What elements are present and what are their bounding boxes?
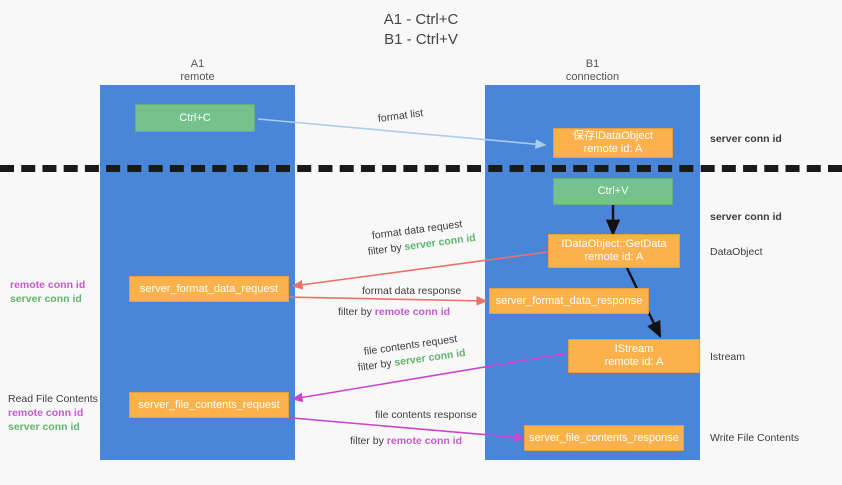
node-istream-line2: remote id: A	[604, 356, 664, 368]
annotation-right-top-server-conn-id: server conn id	[710, 133, 782, 145]
node-getdata-line1: IDataObject::GetData	[561, 238, 667, 250]
annotation-right-dataobject: DataObject	[710, 246, 763, 258]
section-divider	[0, 165, 842, 172]
column-b1-name: B1	[585, 58, 600, 70]
column-b1-sub: connection	[565, 71, 620, 83]
annotation-left-read-remote: remote conn id	[8, 407, 84, 419]
node-file-contents-response-label: server_file_contents_response	[529, 431, 679, 444]
annotation-left-middle: remote conn id server conn id	[10, 278, 85, 306]
node-ctrl-c-label: Ctrl+C	[179, 111, 211, 124]
filter-prefix-2: filter by	[338, 306, 375, 318]
node-file-contents-request-label: server_file_contents_request	[138, 398, 280, 411]
node-server-file-contents-request[interactable]: server_file_contents_request	[129, 392, 289, 418]
node-format-data-response-label: server_format_data_response	[495, 294, 643, 307]
title-line-1: A1 - Ctrl+C	[383, 11, 459, 28]
node-save-dataobject-line2: remote id: A	[583, 143, 643, 155]
edge-label-file-contents-response: file contents response	[375, 409, 478, 421]
column-header-a1: A1 remote	[100, 58, 295, 84]
edge-label-format-list: format list	[377, 107, 424, 125]
annotation-read-file-contents: Read File Contents	[8, 393, 98, 405]
node-idataobject-getdata[interactable]: IDataObject::GetData remote id: A	[548, 234, 680, 268]
edge-label-format-data-response: format data response	[362, 285, 462, 297]
annotation-right-istream: Istream	[710, 351, 746, 363]
filter-key-remote-conn-id-1: remote conn id	[374, 306, 451, 318]
column-header-b1: B1 connection	[485, 58, 700, 84]
node-format-data-request-label: server_format_data_request	[139, 282, 279, 295]
edge-label-format-data-response-filter: filter by remote conn id	[338, 305, 450, 319]
filter-prefix-3: filter by	[357, 356, 396, 374]
node-istream[interactable]: IStream remote id: A	[568, 339, 700, 373]
node-save-dataobject[interactable]: 保存IDataObject remote id: A	[553, 128, 673, 158]
node-server-file-contents-response[interactable]: server_file_contents_response	[524, 425, 684, 451]
filter-prefix-1: filter by	[367, 241, 406, 258]
annotation-left-read-file: Read File Contents remote conn id server…	[8, 392, 98, 434]
column-a1-sub: remote	[180, 71, 215, 83]
node-server-format-data-request[interactable]: server_format_data_request	[129, 276, 289, 302]
title-line-2: B1 - Ctrl+V	[384, 31, 458, 48]
node-ctrl-c[interactable]: Ctrl+C	[135, 104, 255, 132]
column-a1-name: A1	[190, 58, 205, 70]
filter-key-remote-conn-id-2: remote conn id	[386, 435, 463, 447]
node-getdata-line2: remote id: A	[584, 251, 644, 263]
filter-prefix-4: filter by	[350, 435, 387, 447]
page-title: A1 - Ctrl+C B1 - Ctrl+V	[0, 10, 842, 50]
node-save-dataobject-line1: 保存IDataObject	[572, 130, 654, 142]
node-istream-line1: IStream	[614, 343, 654, 355]
node-server-format-data-response[interactable]: server_format_data_response	[489, 288, 649, 314]
node-ctrl-v[interactable]: Ctrl+V	[553, 178, 673, 205]
annotation-left-mid-server: server conn id	[10, 293, 82, 305]
annotation-right-mid-server-conn-id: server conn id	[710, 211, 782, 223]
annotation-left-read-server: server conn id	[8, 421, 80, 433]
node-ctrl-v-label: Ctrl+V	[597, 185, 629, 197]
edge-label-file-contents-response-filter: filter by remote conn id	[350, 434, 462, 448]
annotation-right-write-file-contents: Write File Contents	[710, 432, 800, 444]
annotation-left-mid-remote: remote conn id	[10, 279, 86, 291]
